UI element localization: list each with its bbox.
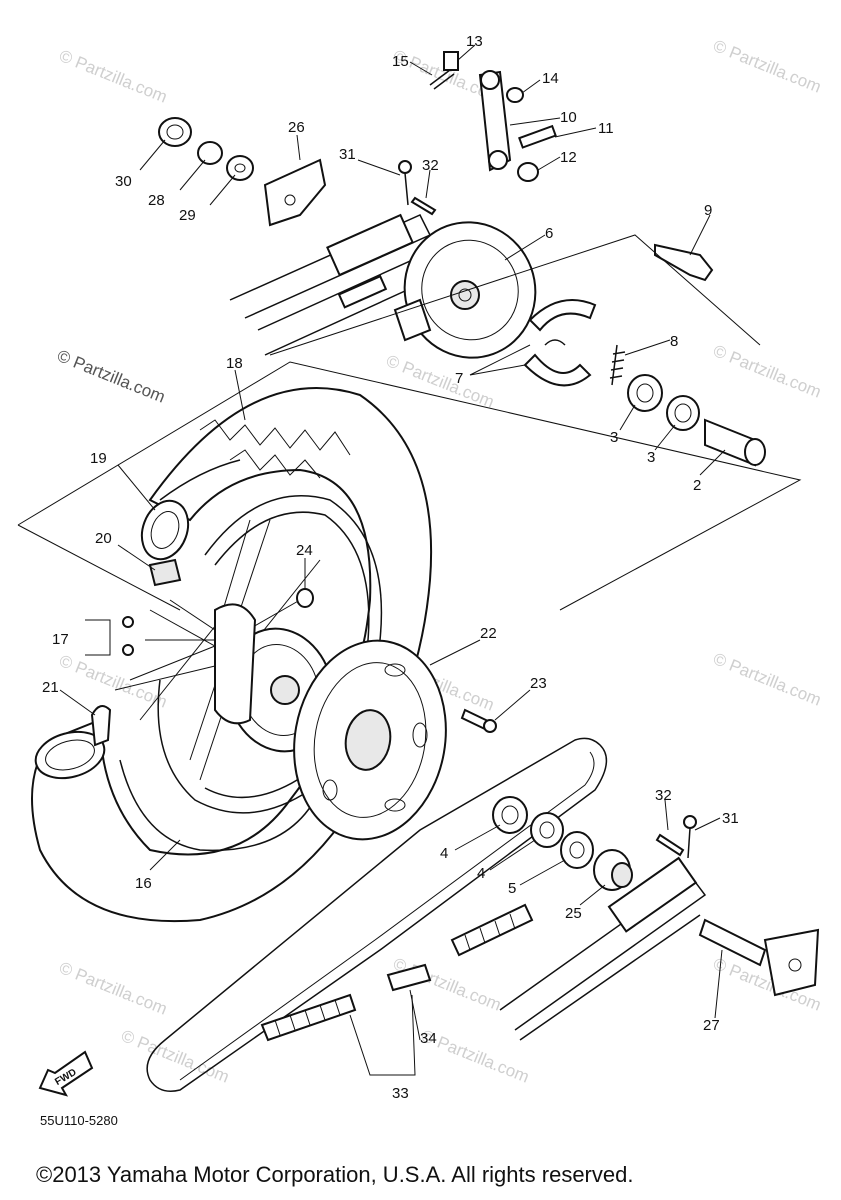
sprocket — [293, 639, 447, 841]
fwd-arrow-icon: FWD — [38, 1050, 94, 1097]
callout-6: 6 — [545, 225, 553, 242]
chain-loop — [146, 737, 608, 1092]
left-spacers — [158, 117, 327, 227]
callout-32: 32 — [655, 787, 672, 804]
brake-panel — [393, 221, 537, 359]
callout-31: 31 — [339, 146, 356, 163]
callout-24: 24 — [296, 542, 313, 559]
leader-lines — [59, 44, 726, 1076]
copyright-notice: ©2013 Yamaha Motor Corporation, U.S.A. A… — [36, 1162, 634, 1187]
callout-32: 32 — [422, 157, 439, 174]
tube-and-band — [34, 459, 321, 852]
callout-23: 23 — [530, 675, 547, 692]
swingarm-lower — [499, 856, 820, 1041]
callout-29: 29 — [179, 207, 196, 224]
bolts — [122, 616, 497, 733]
callout-20: 20 — [95, 530, 112, 547]
callout-7: 7 — [455, 370, 463, 387]
pins-top — [398, 160, 437, 216]
group-frames — [17, 234, 802, 611]
watermark: © Partzilla.com — [711, 649, 824, 710]
callout-10: 10 — [560, 109, 577, 126]
callout-18: 18 — [226, 355, 243, 372]
bearings-left — [492, 796, 633, 891]
watermark: © Partzilla.com — [711, 341, 824, 402]
callout-28: 28 — [148, 192, 165, 209]
callout-5: 5 — [508, 880, 516, 897]
callout-30: 30 — [115, 173, 132, 190]
callout-26: 26 — [288, 119, 305, 136]
valve — [654, 243, 714, 282]
callout-21: 21 — [42, 679, 59, 696]
callout-11: 11 — [598, 120, 614, 137]
callout-2: 2 — [693, 477, 701, 494]
small-hardware — [429, 51, 557, 182]
callout-3: 3 — [610, 429, 618, 446]
callout-16: 16 — [135, 875, 152, 892]
watermark: © Partzilla.com — [57, 46, 170, 107]
callout-25: 25 — [565, 905, 582, 922]
callout-13: 13 — [466, 33, 483, 50]
callout-27: 27 — [703, 1017, 720, 1034]
callout-19: 19 — [90, 450, 107, 467]
callout-9: 9 — [704, 202, 712, 219]
pins-bottom — [655, 815, 697, 859]
callout-17: 17 — [52, 631, 69, 648]
brake-cam-lever — [478, 70, 512, 172]
spring — [609, 344, 626, 386]
brake-shoes — [523, 299, 597, 387]
watermark: © Partzilla.com — [711, 36, 824, 97]
bearings-right — [627, 374, 766, 467]
callout-34: 34 — [420, 1030, 437, 1047]
callout-33: 33 — [392, 1085, 409, 1102]
watermark: © Partzilla.com — [119, 1026, 232, 1087]
callout-4: 4 — [477, 865, 485, 882]
callout-labels: 2 3 3 4 4 5 6 7 8 9 10 11 12 13 14 15 16… — [42, 33, 739, 1102]
callout-14: 14 — [542, 70, 559, 87]
watermark: © Partzilla.com — [384, 351, 497, 412]
diagram-code: 55U110-5280 — [40, 1113, 118, 1128]
callout-15: 15 — [392, 53, 409, 70]
callout-3: 3 — [647, 449, 655, 466]
callout-31: 31 — [722, 810, 739, 827]
callout-12: 12 — [560, 149, 577, 166]
callout-8: 8 — [670, 333, 678, 350]
callout-22: 22 — [480, 625, 497, 642]
callout-4: 4 — [440, 845, 448, 862]
watermark: © Partzilla.com — [57, 958, 170, 1019]
watermark: © Partzilla.com — [55, 346, 168, 407]
drive-chain — [260, 903, 534, 1042]
